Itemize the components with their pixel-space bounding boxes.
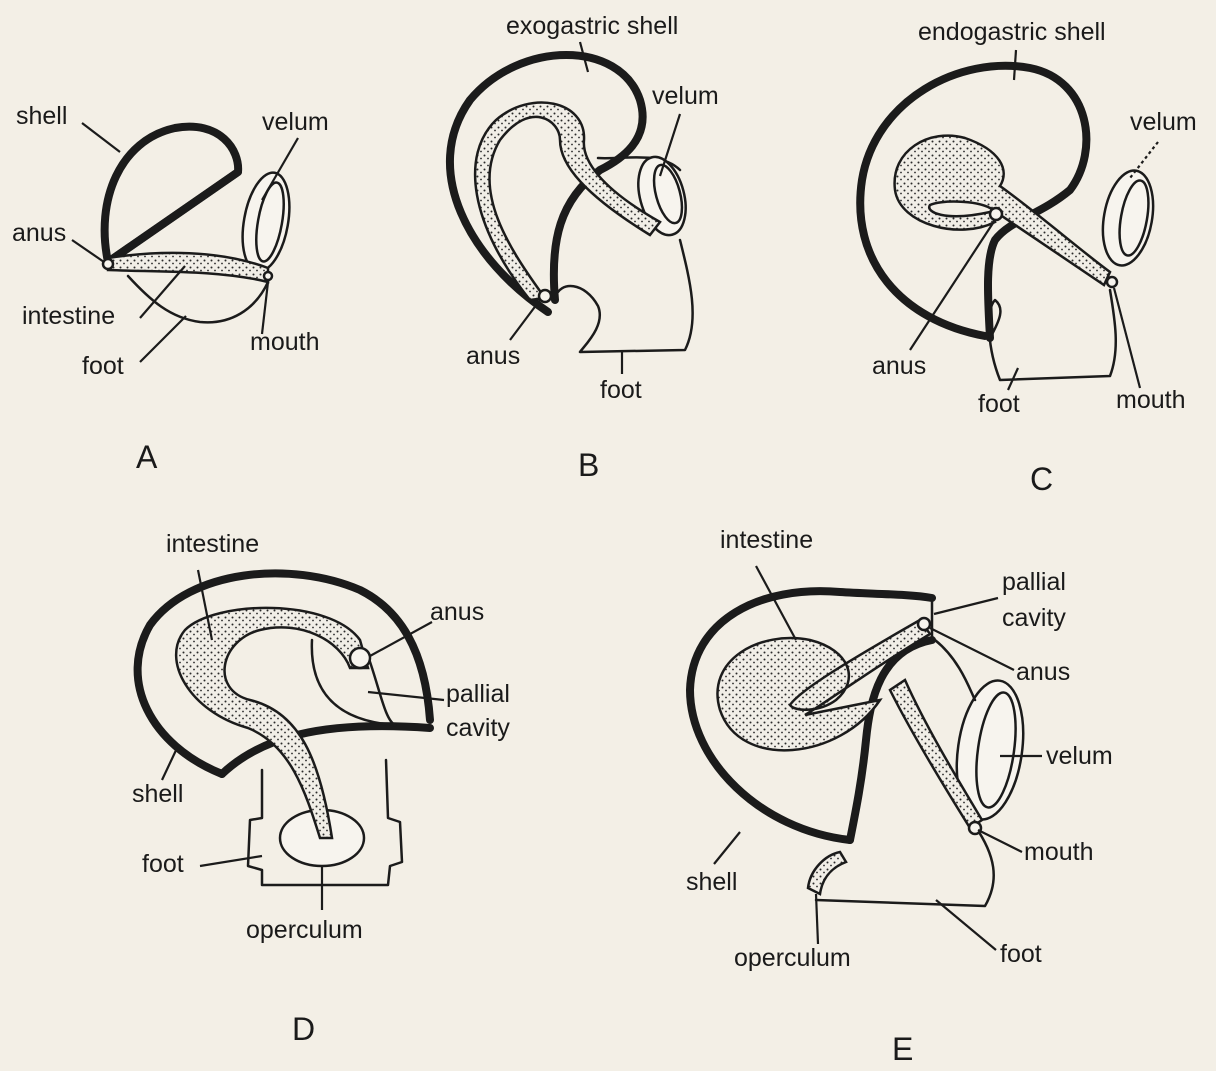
label-d-operculum: operculum [246, 916, 363, 944]
label-c-mouth: mouth [1116, 386, 1185, 414]
label-a-intestine: intestine [22, 302, 115, 330]
panel-a-foot [128, 276, 268, 322]
label-e-operculum: operculum [734, 944, 851, 972]
panel-e-operculum [808, 852, 846, 894]
label-b-shell: exogastric shell [506, 12, 678, 40]
panel-a-intestine [108, 253, 268, 282]
panel-d-letter: D [292, 1011, 315, 1047]
label-d-intestine: intestine [166, 530, 259, 558]
label-e-shell: shell [686, 868, 737, 896]
panel-e-letter: E [892, 1031, 913, 1066]
panel-a-letter: A [136, 439, 158, 475]
panel-e: intestine pallial cavity anus velum mout… [686, 526, 1113, 1066]
label-e-intestine: intestine [720, 526, 813, 554]
panel-d-intestine [176, 608, 368, 838]
panel-c-intestine [895, 136, 1110, 285]
label-e-foot: foot [1000, 940, 1042, 968]
label-e-anus: anus [1016, 658, 1070, 686]
panel-b-foot [555, 240, 693, 352]
label-a-shell: shell [16, 102, 67, 130]
label-e-pallial-1: pallial [1002, 568, 1066, 596]
label-a-foot: foot [82, 352, 124, 380]
label-e-velum: velum [1046, 742, 1113, 770]
label-b-velum: velum [652, 82, 719, 110]
panel-c: endogastric shell velum anus foot mouth … [860, 18, 1196, 497]
label-e-mouth: mouth [1024, 838, 1093, 866]
label-d-pallial-1: pallial [446, 680, 510, 708]
label-d-anus: anus [430, 598, 484, 626]
label-c-velum: velum [1130, 108, 1197, 136]
panel-e-intestine [717, 620, 982, 828]
label-c-anus: anus [872, 352, 926, 380]
panel-a: shell velum anus intestine mouth foot A [12, 102, 329, 475]
label-d-foot: foot [142, 850, 184, 878]
panel-a-shell [105, 127, 239, 262]
label-a-anus: anus [12, 219, 66, 247]
label-c-shell: endogastric shell [918, 18, 1106, 46]
panel-d: intestine anus pallial cavity shell foot… [132, 530, 510, 1047]
label-b-anus: anus [466, 342, 520, 370]
label-b-foot: foot [600, 376, 642, 404]
label-c-foot: foot [978, 390, 1020, 418]
label-a-mouth: mouth [250, 328, 319, 356]
panel-c-letter: C [1030, 461, 1053, 497]
label-e-pallial-2: cavity [1002, 604, 1066, 632]
label-d-pallial-2: cavity [446, 714, 510, 742]
panel-c-foot [989, 290, 1116, 380]
panel-b-letter: B [578, 447, 599, 483]
panel-b: exogastric shell velum anus foot B [450, 12, 719, 483]
label-d-shell: shell [132, 780, 183, 808]
label-a-velum: velum [262, 108, 329, 136]
